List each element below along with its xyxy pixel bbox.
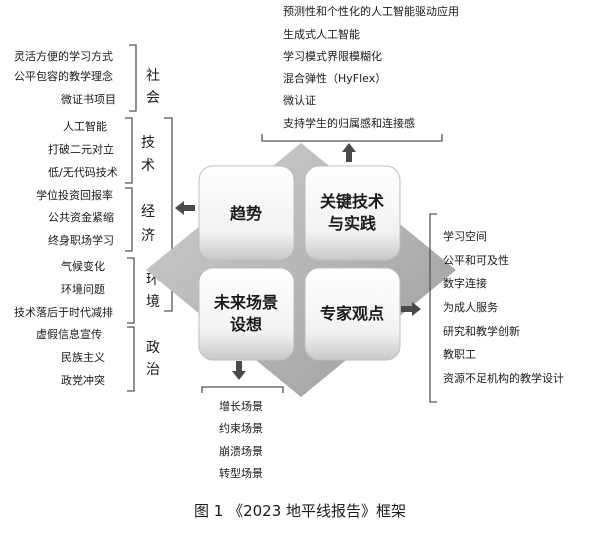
bracket-environment [127,257,135,324]
left-item: 低/无代码技术 [48,166,118,179]
bottom-bracket [201,386,284,393]
bracket-economy [125,187,133,252]
left-item: 微证书项目 [61,92,116,106]
left-item: 公平包容的教学理念 [14,69,113,83]
tile-scenarios-line1: 未来场景 [213,293,278,312]
right-item: 学习空间 [443,229,487,243]
left-item: 打破二元对立 [48,142,114,156]
top-item: 学习模式界限模糊化 [283,49,382,63]
right-item: 研究和教学创新 [443,324,520,338]
group-label-pol-1: 政 [146,340,160,356]
left-item: 终身职场学习 [48,233,114,247]
left-outer-bracket [164,117,173,312]
tile-trends-label: 趋势 [230,204,262,223]
down-arrow-icon [232,361,246,380]
right-bracket [429,213,437,403]
top-item: 混合弹性（HyFlex） [283,71,386,85]
left-item: 公共资金紧缩 [48,210,114,224]
tile-scenarios-line2: 设想 [230,315,262,334]
top-list: 预测性和个性化的人工智能驱动应用 生成式人工智能 学习模式界限模糊化 混合弹性（… [283,4,459,130]
bracket-politics [127,326,135,392]
left-item: 灵活方便的学习方式 [14,49,113,63]
bracket-tech [125,117,133,184]
left-item: 学位投资回报率 [36,188,113,202]
tile-trends: 趋势 [198,165,295,261]
left-item: 民族主义 [61,350,105,364]
center-diamond [146,143,456,397]
right-list: 学习空间 公平和可及性 数字连接 为成人服务 研究和教学创新 教职工 资源不足机… [443,229,564,385]
bottom-list: 增长场景 约束场景 崩溃场景 转型场景 [219,399,263,480]
left-item: 政党冲突 [61,373,105,387]
top-bracket [261,134,443,142]
left-item: 人工智能 [63,119,107,133]
right-item: 资源不足机构的教学设计 [443,371,564,385]
bottom-item: 增长场景 [219,399,263,413]
tile-expert-label: 专家观点 [320,304,384,323]
right-item: 为成人服务 [443,301,498,314]
group-label-pol-2: 治 [146,362,160,378]
tile-expert: 专家观点 [304,267,401,361]
bottom-item: 崩溃场景 [219,444,263,458]
bottom-item: 转型场景 [219,466,263,480]
right-item: 数字连接 [443,276,487,290]
top-item: 生成式人工智能 [283,27,360,41]
right-arrow-icon [401,302,421,316]
figure-caption: 图 1 《2023 地平线报告》框架 [194,502,406,520]
tile-key-tech-line2: 与实践 [328,214,376,233]
right-item: 教职工 [443,348,476,361]
left-item: 环境问题 [61,282,105,296]
left-item: 虚假信息宣传 [36,327,102,341]
group-label-econ-2: 济 [141,228,155,244]
group-label-society-1: 社 [146,68,160,84]
tile-scenarios: 未来场景 设想 [198,267,295,361]
left-item: 技术落后于时代减排 [14,305,113,319]
tile-key-tech: 关键技术 与实践 [304,165,401,261]
group-label-society-2: 会 [146,90,160,106]
group-label-tech-1: 技 [141,135,155,151]
group-label-env-2: 境 [146,294,160,310]
group-label-tech-2: 术 [141,158,155,174]
bottom-item: 约束场景 [219,421,263,435]
bracket-society [129,44,137,112]
top-item: 支持学生的归属感和连接感 [283,116,415,130]
left-item: 气候变化 [61,259,105,273]
top-item: 预测性和个性化的人工智能驱动应用 [283,4,459,18]
up-arrow-icon [342,143,356,162]
left-arrow-icon [175,201,195,215]
left-list: 灵活方便的学习方式 公平包容的教学理念 微证书项目 社 会 人工智能 打破二元对… [14,44,173,392]
top-item: 微认证 [283,93,316,107]
right-item: 公平和可及性 [443,253,509,267]
tile-key-tech-line1: 关键技术 [320,192,384,211]
group-label-econ-1: 经 [141,204,155,220]
